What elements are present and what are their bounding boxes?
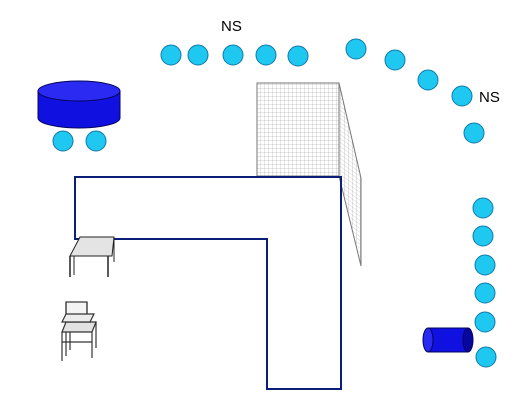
dot (345, 38, 367, 60)
dot (472, 225, 494, 247)
partition-panels (256, 82, 362, 267)
dot-group-right (472, 197, 497, 368)
dot (474, 282, 496, 304)
ns-label-right: NS (479, 89, 500, 106)
dot (85, 130, 107, 152)
dot (474, 254, 496, 276)
ns-label-top: NS (221, 18, 242, 35)
stacked-chairs-icon (61, 301, 97, 361)
dot (222, 44, 244, 66)
cylinder-icon (422, 327, 474, 353)
dot (287, 45, 309, 67)
round-table-icon (37, 80, 121, 152)
grid-panel-front (256, 82, 340, 177)
dot (451, 85, 473, 107)
corridor-outline (74, 176, 342, 390)
dot (472, 197, 494, 219)
desk-icon (69, 236, 115, 277)
dot (463, 122, 485, 144)
dot (52, 130, 74, 152)
dot (475, 346, 497, 368)
dot (187, 44, 209, 66)
dot (474, 311, 496, 333)
grid-panel-side (338, 82, 362, 267)
dot-group-top (160, 38, 485, 144)
dot (417, 69, 439, 91)
dot (255, 44, 277, 66)
dot (160, 44, 182, 66)
dot (384, 49, 406, 71)
